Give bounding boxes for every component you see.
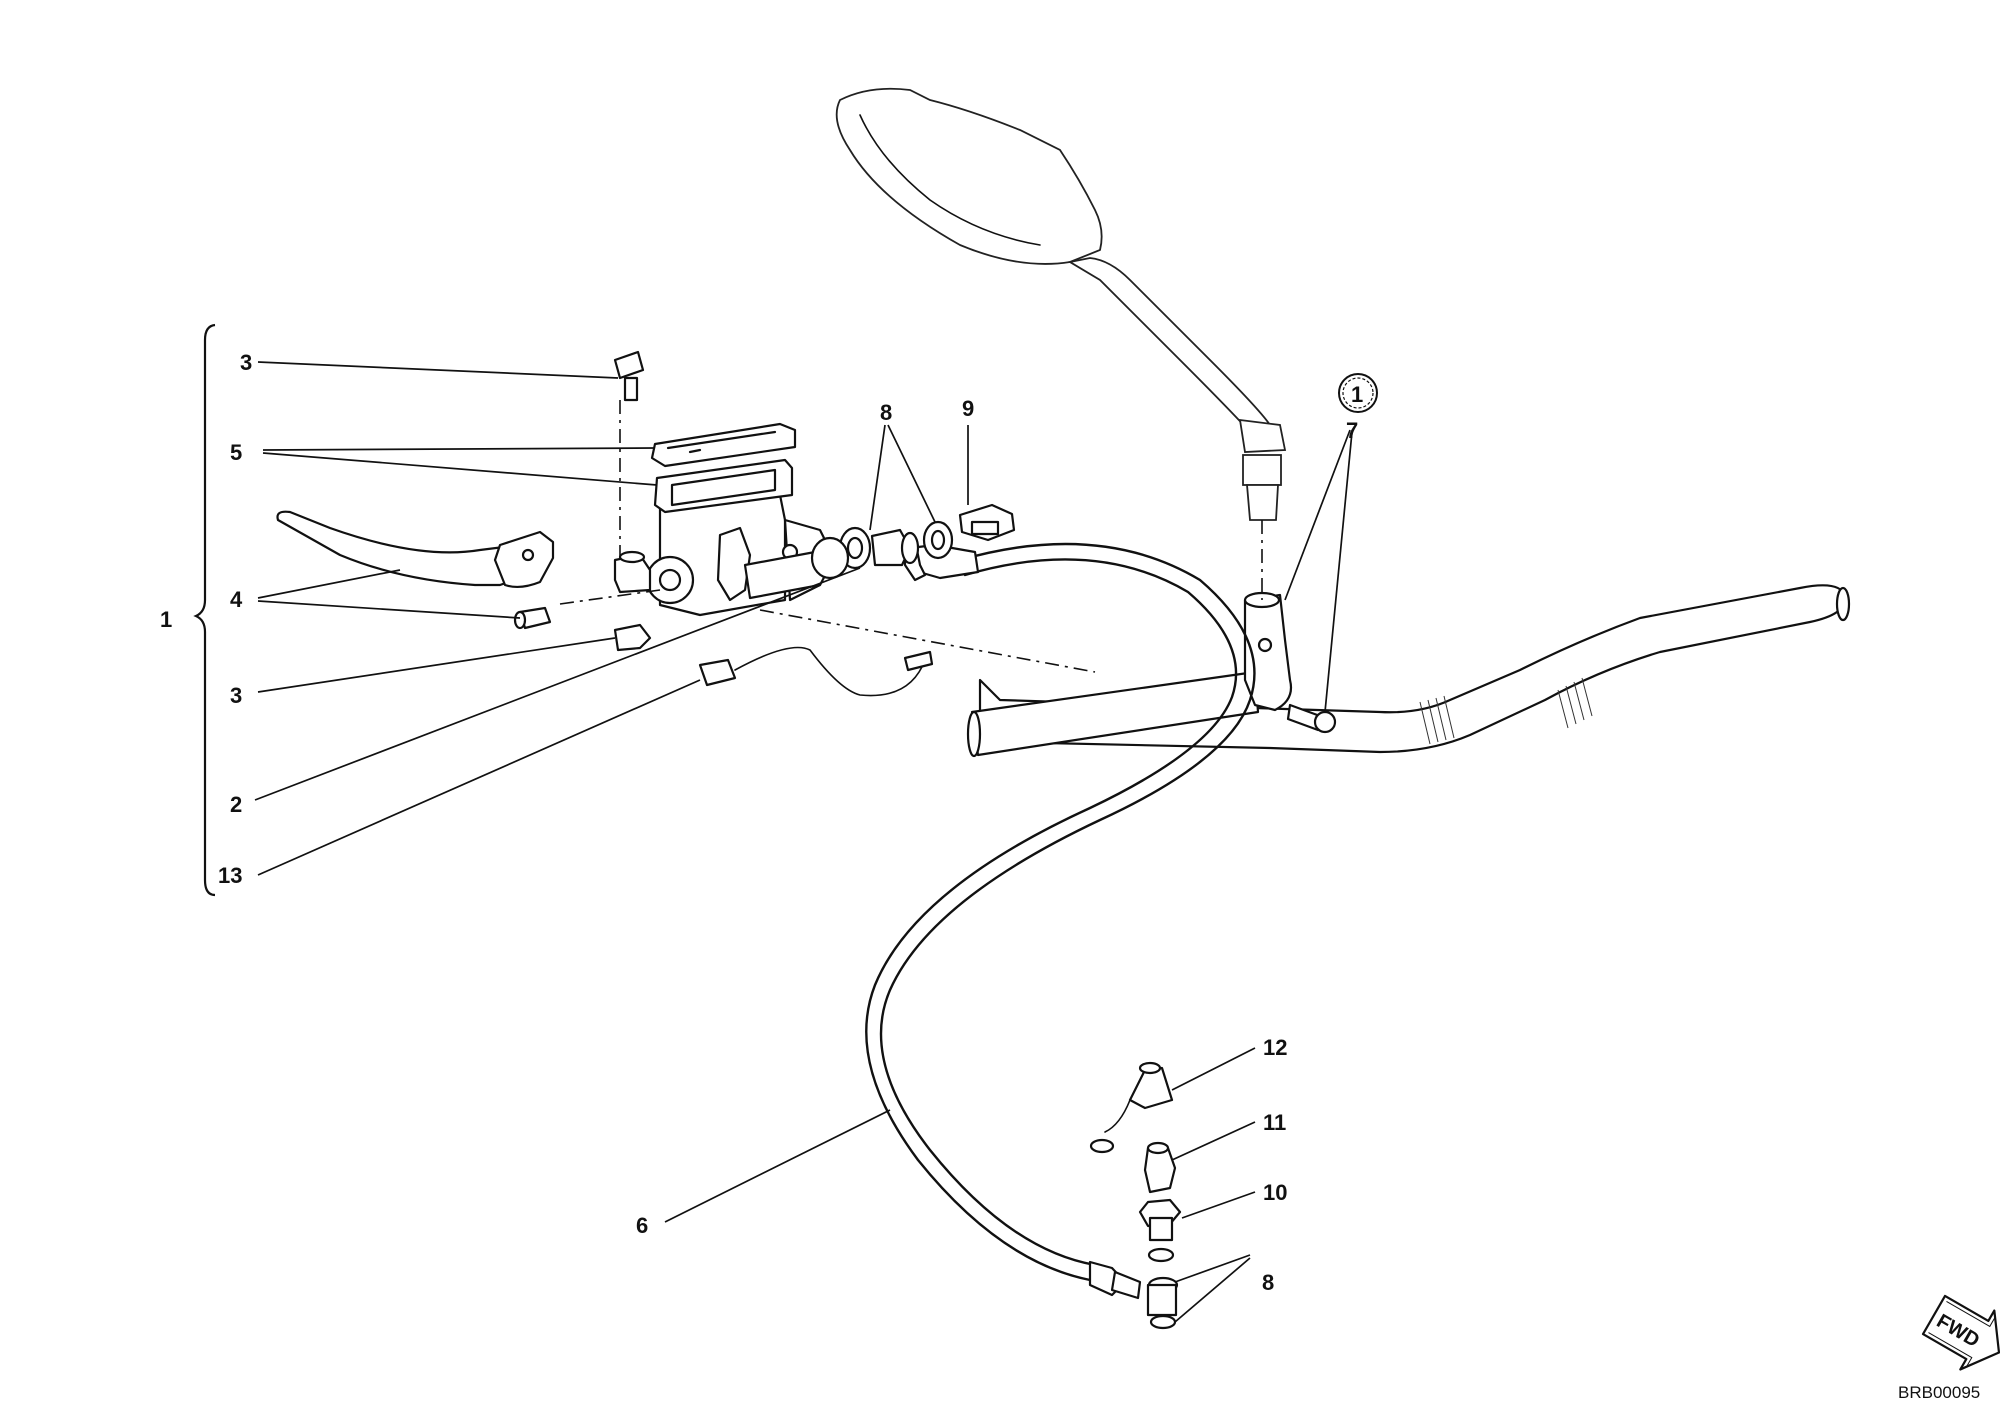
callout-4: 4: [230, 587, 243, 612]
drawing-code: BRB00095: [1898, 1383, 1980, 1402]
assembly-axis-line-4: [559, 589, 661, 605]
reservoir-cap: [650, 422, 797, 468]
push-rod-boot: [743, 536, 850, 600]
stop-light-switch: [698, 646, 934, 697]
callout-10: 10: [1263, 1180, 1287, 1205]
hose-fitting-bottom: [1088, 1260, 1142, 1300]
callout-11: 11: [1263, 1110, 1286, 1135]
lever-pivot-pin: [513, 606, 552, 630]
brake-lever: [276, 510, 555, 589]
group-bracket: [193, 323, 216, 897]
lever-nut: [613, 623, 652, 652]
assembly-axis-line-2: [759, 609, 1096, 673]
reservoir-screw: [613, 350, 645, 402]
clamp-bolt: [1286, 703, 1337, 734]
callout-5: 5: [230, 440, 242, 465]
callout-13: 13: [218, 863, 242, 888]
grip-band-1: [1419, 695, 1455, 745]
handlebar-left-stub: [966, 670, 1260, 758]
brake-hose-inner: [865, 558, 1238, 1282]
callout-9: 9: [962, 396, 974, 421]
circled-reference-number: 1: [1351, 382, 1363, 407]
callout-6: 6: [636, 1213, 648, 1238]
callout-3-top: 3: [240, 350, 252, 375]
callout-12: 12: [1263, 1035, 1287, 1060]
grip-band-2: [1557, 677, 1593, 729]
leader-lines: [254, 361, 1353, 1323]
reservoir-diaphragm: [653, 458, 794, 514]
callout-3-bottom: 3: [230, 683, 242, 708]
callout-1: 1: [160, 607, 172, 632]
circled-reference: 1: [1338, 373, 1378, 413]
callout-8-top: 8: [880, 400, 892, 425]
rear-mirror: [835, 87, 1287, 521]
callout-8-bottom: 8: [1262, 1270, 1274, 1295]
lever-clamp: [1243, 591, 1293, 712]
brake-hose: [879, 542, 1256, 1267]
sealing-washers-bottom: [1146, 1276, 1179, 1330]
fwd-arrow-icon: FWD: [1921, 1294, 2000, 1371]
pivot-block: [613, 550, 652, 594]
bleed-cap: [1089, 1061, 1174, 1154]
banjo-bolt: [958, 503, 1016, 542]
bleed-screw: [1138, 1198, 1182, 1263]
callout-2: 2: [230, 792, 242, 817]
bleed-valve: [1143, 1141, 1177, 1194]
callout-7: 7: [1346, 418, 1358, 443]
